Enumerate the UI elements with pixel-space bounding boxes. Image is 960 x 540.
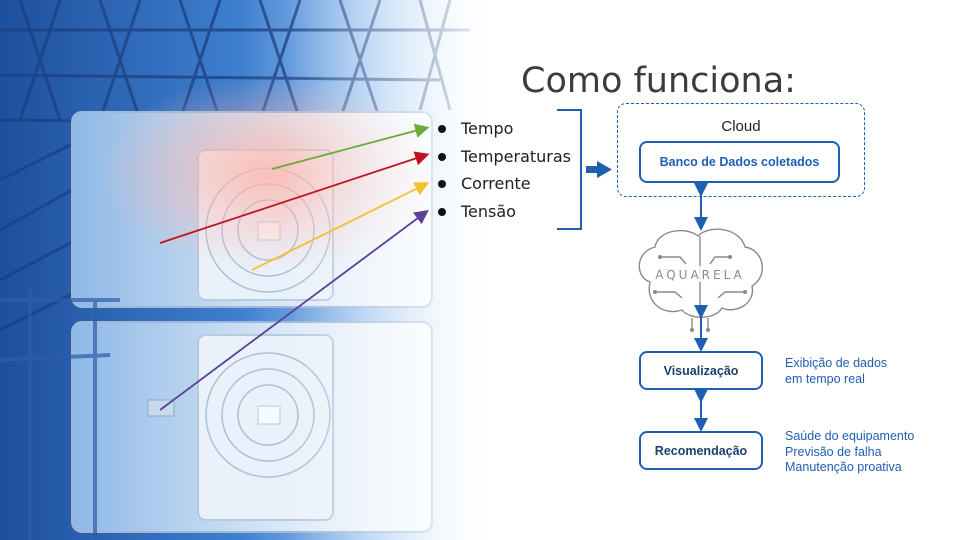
recommendation-notes: Saúde do equipamento Previsão de falha M… bbox=[785, 429, 914, 476]
input-item-temperaturas: Temperaturas bbox=[438, 143, 571, 171]
recommendation-box: Recomendação bbox=[639, 431, 763, 470]
bullet-icon bbox=[438, 125, 446, 133]
cloud-label: Cloud bbox=[721, 118, 761, 135]
input-label: Corrente bbox=[461, 174, 531, 194]
database-box: Banco de Dados coletados bbox=[639, 141, 840, 183]
visualization-box: Visualização bbox=[639, 351, 763, 390]
bullet-icon bbox=[438, 180, 446, 189]
aquarela-brain-logo: AQUARELA bbox=[638, 228, 763, 332]
input-item-tensao: Tensão bbox=[438, 198, 571, 226]
input-label: Tempo bbox=[461, 119, 514, 138]
note-line: Previsão de falha bbox=[785, 444, 882, 459]
input-label: Tensão bbox=[461, 201, 516, 221]
bullet-icon bbox=[438, 207, 446, 216]
visualization-notes: Exibição de dados em tempo real bbox=[785, 356, 887, 387]
note-line: em tempo real bbox=[785, 371, 865, 386]
slide-title: Como funciona: bbox=[521, 61, 796, 102]
input-label: Temperaturas bbox=[461, 146, 571, 166]
bullet-icon bbox=[438, 152, 446, 161]
brain-logo-text: AQUARELA bbox=[655, 268, 745, 282]
note-line: Exibição de dados bbox=[785, 356, 888, 370]
cloud-container: Cloud bbox=[617, 103, 865, 197]
note-line: Manutenção proativa bbox=[785, 460, 902, 474]
input-item-corrente: Corrente bbox=[438, 170, 571, 198]
note-line: Saúde do equipamento bbox=[785, 429, 915, 443]
input-item-tempo: Tempo bbox=[438, 115, 571, 143]
input-list: Tempo Temperaturas Corrente Tensão bbox=[438, 115, 571, 225]
